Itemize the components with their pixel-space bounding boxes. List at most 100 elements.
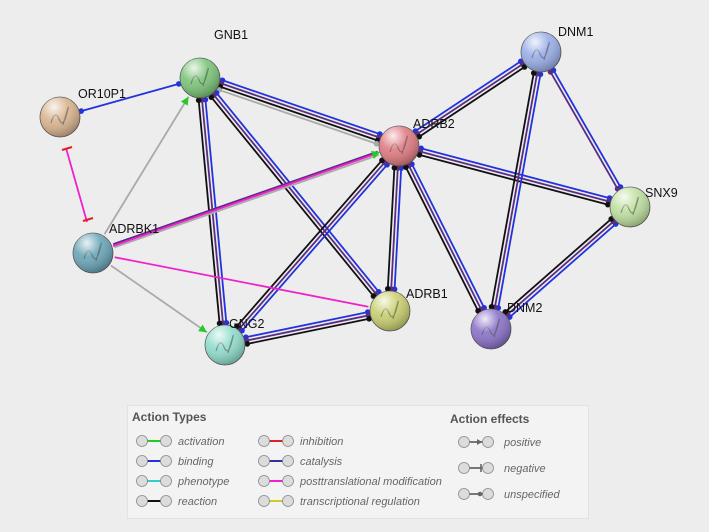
node-gloss — [180, 58, 220, 98]
edge-adrbk1-gng2[interactable] — [110, 264, 208, 334]
legend-swatch — [136, 435, 172, 447]
legend-swatch — [458, 436, 494, 448]
dot-marker-icon — [477, 491, 483, 497]
node-adrbk1[interactable]: ADRBK1 — [72, 222, 159, 274]
node-gloss — [73, 233, 113, 273]
edge-gnb1-adrb1[interactable] — [208, 90, 382, 299]
legend-swatch-ball — [282, 475, 294, 487]
inhibition-bar — [61, 145, 73, 152]
edge-line — [236, 159, 383, 327]
edge-line — [245, 311, 368, 339]
edge-line — [490, 72, 535, 307]
node-gloss — [40, 97, 80, 137]
edge-line — [390, 167, 399, 290]
edge-line — [509, 223, 617, 318]
node-adrb1[interactable]: ADRB1 — [369, 287, 448, 332]
node-dnm1[interactable]: DNM1 — [520, 25, 593, 73]
legend-swatch — [136, 455, 172, 467]
edge-line — [246, 314, 369, 342]
inhibition-bar — [82, 216, 94, 223]
legend-swatch-ball — [482, 436, 494, 448]
legend-type-label: posttranslational modification — [299, 476, 442, 488]
node-gnb1[interactable]: GNB1 — [179, 28, 248, 99]
edge-line — [552, 69, 622, 188]
edge-adrbk1-adrb1[interactable] — [114, 256, 369, 308]
node-gloss — [379, 126, 419, 166]
activation-arrowhead — [371, 151, 380, 159]
edge-end-dot — [530, 70, 537, 76]
node-or10p1[interactable]: OR10P1 — [39, 87, 126, 138]
edge-snx9-dnm2[interactable] — [502, 216, 619, 320]
legend-effect-label: unspecified — [504, 489, 561, 501]
edge-dnm1-dnm2[interactable] — [488, 70, 544, 311]
node-gloss — [610, 187, 650, 227]
legend-swatch-ball — [258, 495, 270, 507]
node-adrb2[interactable]: ADRB2 — [378, 117, 455, 167]
legend-swatch-ball — [136, 455, 148, 467]
edge-adrbk1-gnb1[interactable] — [103, 96, 190, 235]
edge-line — [238, 161, 386, 330]
edge-dnm1-snx9[interactable] — [547, 67, 624, 192]
node-snx9[interactable]: SNX9 — [609, 186, 678, 228]
legend-swatch — [458, 488, 494, 500]
edge-or10p1-adrbk1[interactable] — [61, 145, 94, 223]
node-label: DNM2 — [507, 301, 542, 315]
edge-line — [414, 60, 522, 132]
edge-line — [103, 96, 190, 235]
legend-swatch-ball — [136, 475, 148, 487]
edge-adrbk1-adrb2[interactable] — [112, 150, 380, 249]
edge-adrbk1-adrb2-ptm[interactable] — [112, 151, 380, 247]
edge-line — [405, 166, 479, 312]
node-label: ADRB2 — [413, 117, 455, 131]
edge-line — [219, 85, 378, 142]
legend-swatch — [258, 455, 294, 467]
legend-type-label: inhibition — [300, 436, 343, 448]
node-gng2[interactable]: GNG2 — [204, 317, 264, 366]
activation-arrowhead — [198, 324, 207, 333]
edge-line — [80, 83, 180, 112]
edge-line — [418, 66, 526, 138]
legend-swatch-ball — [160, 475, 172, 487]
edge-line — [110, 264, 208, 334]
legend-swatch-ball — [458, 488, 470, 500]
edge-end-dot — [195, 97, 202, 104]
legend-effect-label: positive — [503, 437, 541, 449]
edge-line — [114, 154, 380, 249]
node-label: GNB1 — [214, 28, 248, 42]
edge-end-dot — [416, 152, 423, 158]
node-label: SNX9 — [645, 186, 678, 200]
edge-line — [549, 71, 619, 190]
edge-line — [247, 317, 370, 345]
legend-swatch — [258, 475, 294, 487]
edge-line — [210, 96, 375, 297]
edge-line — [114, 256, 369, 308]
edge-end-dot — [366, 315, 372, 322]
node-gloss — [370, 291, 410, 331]
edge-line — [112, 150, 378, 245]
legend-swatch-ball — [282, 435, 294, 447]
edge-adrb2-dnm2[interactable] — [403, 161, 487, 314]
legend-swatch-ball — [136, 435, 148, 447]
legend-swatch-ball — [282, 455, 294, 467]
node-label: DNM1 — [558, 25, 593, 39]
edge-line — [506, 220, 615, 316]
legend-swatch-ball — [482, 462, 494, 474]
edge-line — [504, 218, 612, 313]
edge-line — [65, 147, 88, 223]
node-dnm2[interactable]: DNM2 — [470, 301, 542, 350]
edge-line — [386, 167, 396, 289]
edge-line — [241, 164, 388, 332]
edge-adrb2-adrb1[interactable] — [385, 164, 404, 293]
legend-type-label: binding — [178, 456, 214, 468]
legend-swatch — [258, 435, 294, 447]
edge-gnb1-adrb2[interactable] — [216, 77, 383, 147]
edge-line — [494, 73, 538, 308]
edge-line — [221, 82, 380, 139]
node-gloss — [521, 32, 561, 72]
node-label: OR10P1 — [78, 87, 126, 101]
legend-type-label: catalysis — [300, 456, 343, 468]
legend-swatch — [258, 495, 294, 507]
legend-type-label: transcriptional regulation — [300, 496, 420, 508]
edge-line — [393, 168, 403, 290]
